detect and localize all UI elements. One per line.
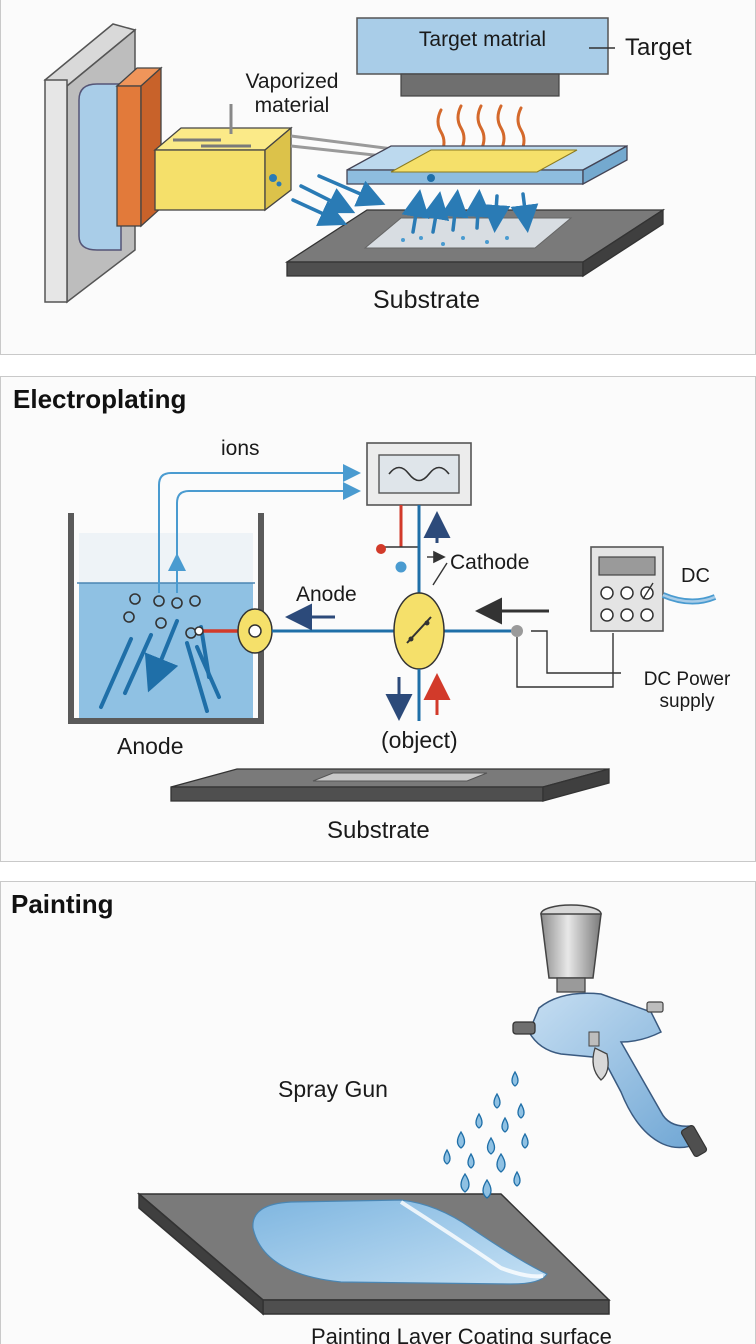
paint-droplets <box>443 1070 529 1199</box>
electroplating-title: Electroplating <box>13 384 187 414</box>
target-box-label: Target matrial <box>418 28 547 51</box>
dc-power-supply <box>590 546 717 632</box>
substrate-plate-2 <box>170 768 610 802</box>
dc-power-supply-label: DC Power supply <box>643 669 731 712</box>
electrolyte-tank <box>68 513 264 724</box>
ion-bubbles <box>123 593 201 639</box>
target-label: Target <box>625 34 692 61</box>
deposition-dots <box>401 236 509 246</box>
coating-surface-plate <box>136 1192 611 1316</box>
substrate-label-2: Substrate <box>327 817 430 844</box>
painting-surface-label: Painting Layer Coating surface <box>311 1324 612 1344</box>
anode-disk <box>194 608 273 654</box>
anode-label: Anode <box>117 733 184 759</box>
anode-arrow-label: Anode <box>296 583 357 606</box>
meter-display <box>366 442 472 506</box>
spray-gun-label: Spray Gun <box>278 1076 388 1102</box>
pvd-diagram <box>43 17 666 304</box>
electroplating-panel: Electroplating ions Cathode Anode DC DC … <box>0 376 756 862</box>
painting-diagram <box>136 904 708 1316</box>
ions-flow <box>158 464 361 593</box>
electroplating-diagram <box>68 442 717 802</box>
particle-arrows <box>291 174 539 234</box>
ions-label: ions <box>221 437 260 460</box>
spray-gun <box>512 904 708 1157</box>
painting-panel: Painting Spray Gun Painting Layer Coatin… <box>0 881 756 1344</box>
target-box <box>356 17 615 97</box>
tank-ion-strokes <box>99 619 221 713</box>
substrate-plate <box>284 208 666 278</box>
source-wall <box>43 23 137 304</box>
target-plate <box>346 144 628 186</box>
cathode-label: Cathode <box>450 551 530 574</box>
pvd-panel: Target matrial Target Vaporized material… <box>0 0 756 355</box>
vaporized-material-label: Vaporized material <box>245 70 339 118</box>
object-label: (object) <box>381 727 458 753</box>
dc-label: DC <box>681 565 710 587</box>
vapor-source-cube <box>153 126 293 212</box>
substrate-label: Substrate <box>373 286 481 314</box>
painting-title: Painting <box>11 889 114 919</box>
